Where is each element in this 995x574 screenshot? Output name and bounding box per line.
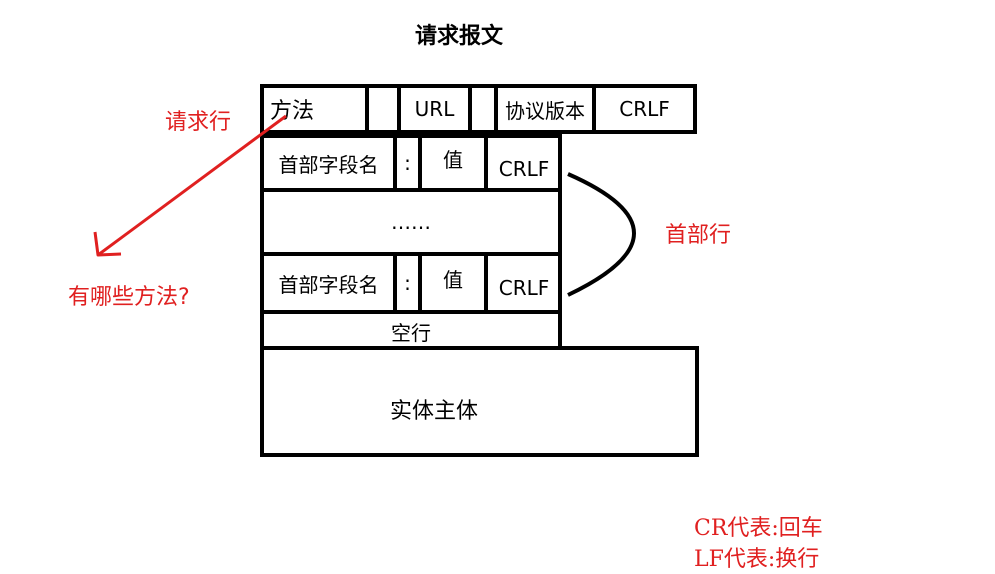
- header-row-1-crlf: CRLF: [498, 157, 550, 181]
- diagram-title: 请求报文: [415, 24, 504, 49]
- ellipsis-label: ……: [391, 210, 431, 234]
- url-cell: [397, 84, 472, 134]
- version-label: 协议版本: [505, 98, 585, 123]
- header-lines-annotation: 首部行: [665, 223, 732, 248]
- header-row-2-colon: :: [404, 271, 411, 295]
- header-brace-curve: [567, 172, 636, 297]
- header-row-1-colon: :: [404, 151, 411, 175]
- method-arrow-head: [93, 231, 122, 257]
- version-cell: [494, 84, 596, 134]
- header-row-2-value: 值: [443, 268, 463, 292]
- blank-space-cell-2: [468, 84, 498, 134]
- header-row-2-crlf: CRLF: [498, 276, 550, 300]
- entity-body-label: 实体主体: [389, 399, 478, 424]
- method-label: 方法: [270, 99, 315, 124]
- header-row-2-field: 首部字段名: [278, 272, 379, 297]
- request-line-crlf: CRLF: [619, 97, 670, 121]
- blank-line-label: 空行: [391, 320, 431, 345]
- header-row-1-value: 值: [443, 148, 463, 172]
- cr-note: CR代表:回车: [694, 516, 823, 541]
- entity-body: [260, 346, 699, 457]
- method-cell: [260, 84, 369, 134]
- header-row-2-value-cell: [418, 252, 488, 314]
- url-label: URL: [414, 97, 455, 121]
- header-row-1-field: 首部字段名: [278, 152, 379, 177]
- lf-note: LF代表:换行: [694, 547, 820, 572]
- methods-question-annotation: 有哪些方法?: [68, 285, 190, 310]
- method-arrow-line: [97, 114, 287, 257]
- request-line-annotation: 请求行: [165, 110, 232, 135]
